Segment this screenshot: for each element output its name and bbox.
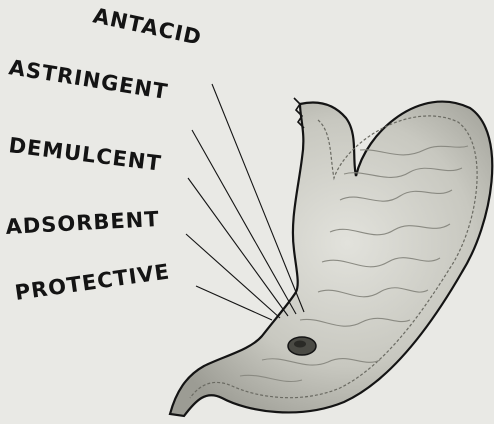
leader-line-demulcent — [188, 178, 288, 316]
leader-line-antacid — [212, 84, 304, 312]
label-antacid: ANTACID — [91, 3, 204, 49]
leader-line-protective — [196, 286, 272, 320]
label-demulcent: DEMULCENT — [7, 133, 163, 176]
leader-line-adsorbent — [186, 234, 280, 318]
ulcer-icon — [288, 337, 316, 355]
label-adsorbent: ADSORBENT — [5, 207, 160, 239]
label-astringent: ASTRINGENT — [7, 55, 170, 104]
label-protective: PROTECTIVE — [13, 259, 171, 305]
stomach-icon — [170, 98, 492, 416]
leader-lines — [186, 84, 304, 320]
